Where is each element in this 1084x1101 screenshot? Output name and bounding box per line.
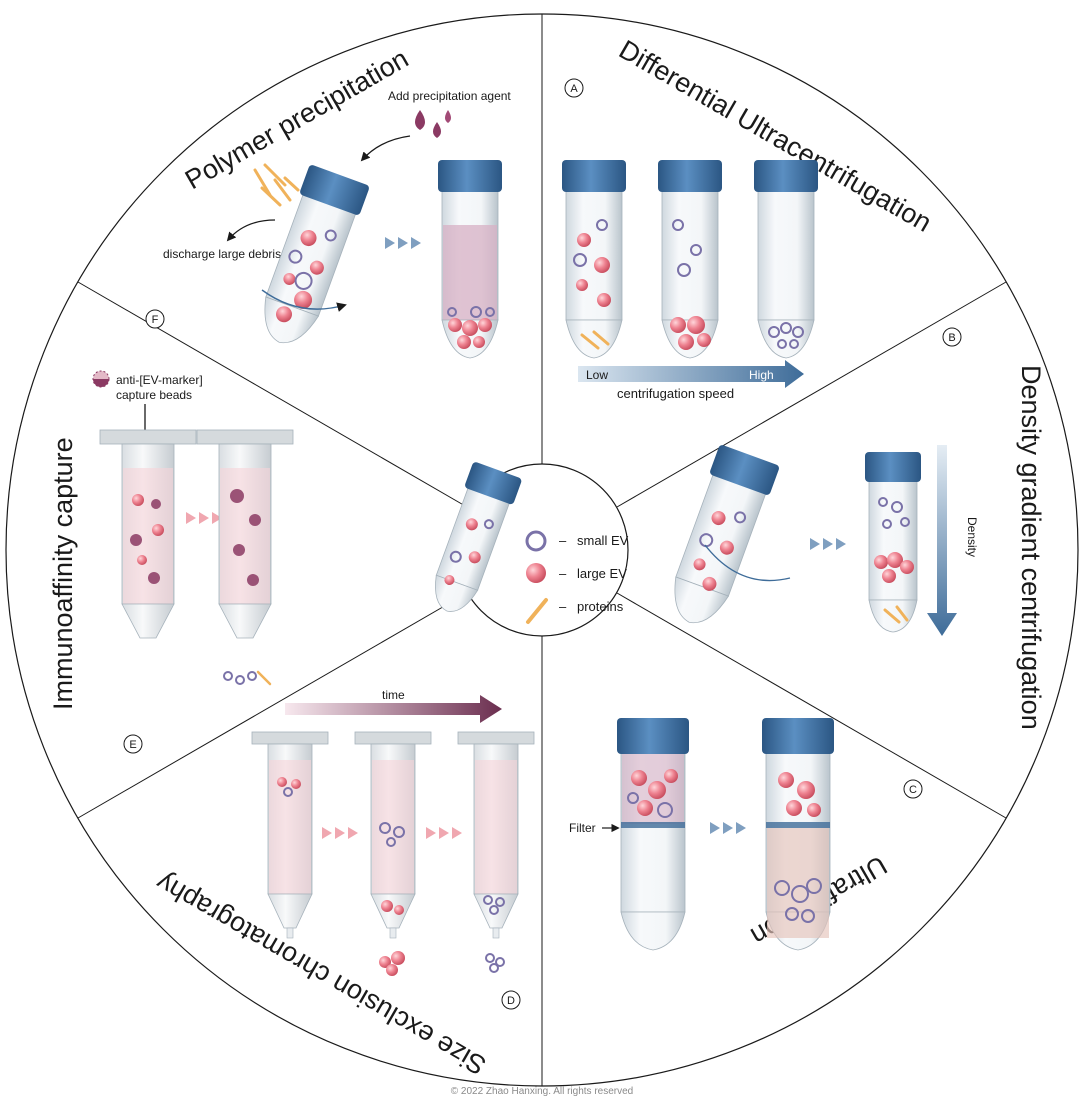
uc-tube-1 <box>562 160 626 359</box>
discharge-arrow <box>226 219 276 242</box>
svg-text:E: E <box>129 739 136 751</box>
time-label: time <box>382 688 405 702</box>
svg-text:A: A <box>570 83 578 95</box>
sec-title: Size exclusion chromatography <box>151 867 491 1081</box>
add-agent-label: Add precipitation agent <box>388 89 511 103</box>
uf-tube-2 <box>762 718 834 951</box>
badge-f: F <box>145 309 165 329</box>
svg-text:F: F <box>152 314 159 326</box>
sec-eluate-small <box>485 953 505 973</box>
svg-text:C: C <box>909 784 917 796</box>
immuno-section: anti-[EV-marker] capture beads <box>92 370 294 686</box>
polymer-result-tube <box>438 160 502 359</box>
speed-arrow <box>578 360 804 388</box>
uf-tube-1 <box>617 718 689 951</box>
svg-text:B: B <box>948 332 955 344</box>
center-tube <box>435 462 522 612</box>
capture-bead-icon <box>92 370 110 388</box>
protein-icon <box>526 598 548 624</box>
add-arrow <box>360 135 411 162</box>
center-legend: – small EV – large EV – proteins <box>435 462 629 624</box>
time-arrow <box>285 695 502 723</box>
sec-eluate-large <box>379 951 405 976</box>
svg-text:–: – <box>559 599 567 614</box>
badge-e: E <box>123 734 143 754</box>
speed-low-label: Low <box>586 368 608 382</box>
legend-proteins: proteins <box>577 599 624 614</box>
density-step-arrows <box>810 538 846 550</box>
legend-large-ev: large EV <box>577 566 627 581</box>
polymer-section: Add precipitation agent discharge large … <box>163 89 511 359</box>
copyright-notice: © 2022 Zhao Hanxing. All rights reserved <box>450 1086 634 1097</box>
ultracentrifugation-section: Low High centrifugation speed <box>562 160 818 401</box>
badge-c: C <box>903 779 923 799</box>
speed-high-label: High <box>749 368 774 382</box>
large-ev-icon <box>526 563 546 583</box>
uf-step-arrows <box>710 822 746 834</box>
badge-d: D <box>501 990 521 1010</box>
discharge-label: discharge large debris <box>163 247 281 261</box>
droplets-icon <box>415 110 451 138</box>
sec-step-arrows-1 <box>322 827 358 839</box>
immuno-eluate <box>223 670 272 686</box>
density-result-tube <box>865 452 921 633</box>
polymer-title: Polymer precipitation <box>180 43 413 195</box>
uc-tube-2 <box>658 160 722 359</box>
immuno-column-1 <box>99 429 197 639</box>
sec-section: time <box>251 688 535 976</box>
small-ev-icon <box>525 530 547 552</box>
debris-proteins <box>253 163 300 207</box>
immuno-column-2 <box>196 429 294 639</box>
beads-label-line2: capture beads <box>116 388 192 402</box>
beads-label-line1: anti-[EV-marker] <box>116 373 203 387</box>
sec-column-1 <box>251 731 329 939</box>
badge-b: B <box>942 327 962 347</box>
svg-text:D: D <box>507 995 515 1007</box>
legend-small-ev: small EV <box>577 533 629 548</box>
polymer-step-arrows <box>385 237 421 249</box>
immuno-step-arrows <box>186 512 222 524</box>
density-tilted-tube <box>674 445 779 624</box>
sec-step-arrows-2 <box>426 827 462 839</box>
ultrafiltration-section: Filter <box>569 718 834 951</box>
polymer-tilted-tube <box>264 165 369 344</box>
speed-caption: centrifugation speed <box>617 386 734 401</box>
density-title: Density gradient centrifugation <box>1016 365 1046 730</box>
badge-a: A <box>564 78 584 98</box>
density-arrow <box>927 445 957 636</box>
svg-text:–: – <box>559 533 567 548</box>
immuno-title: Immunoaffinity capture <box>48 437 78 710</box>
density-section: Density <box>674 445 979 636</box>
svg-text:–: – <box>559 566 567 581</box>
sec-column-2 <box>354 731 432 939</box>
density-axis-label: Density <box>965 517 979 557</box>
filter-label: Filter <box>569 821 596 835</box>
uc-tube-3 <box>754 160 818 359</box>
sec-column-3 <box>457 731 535 939</box>
